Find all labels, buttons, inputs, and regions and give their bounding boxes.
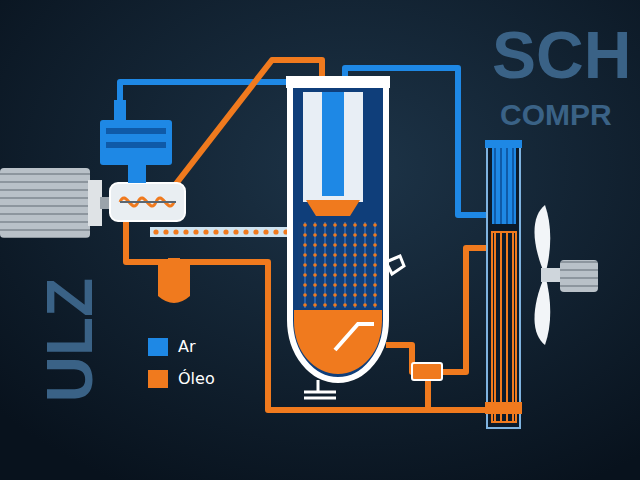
oil-air-mix-line — [163, 229, 168, 234]
oil-air-mix-line — [243, 229, 248, 234]
separator-vessel — [290, 85, 386, 380]
separator-vessel — [304, 380, 336, 398]
intake-valve — [114, 100, 126, 120]
electric-motor — [0, 168, 112, 238]
oil-air-mix-line — [193, 229, 198, 234]
cooler — [485, 140, 522, 428]
legend-swatch — [148, 370, 168, 388]
oil-air-mix-line — [213, 229, 218, 234]
cooler — [485, 402, 522, 414]
cooler — [485, 140, 522, 148]
screw-compressor — [110, 183, 185, 221]
separator-vessel — [298, 222, 378, 308]
cooling-fan — [534, 275, 550, 345]
legend-swatch — [148, 338, 168, 356]
oil-air-mix-line — [253, 229, 258, 234]
separator-vessel — [306, 200, 360, 216]
oil-line — [386, 248, 490, 372]
oil-line — [126, 60, 490, 410]
oil-line — [126, 222, 490, 410]
cooling-fan — [534, 205, 598, 345]
oil-air-mix-line — [263, 229, 268, 234]
watermark-text: ULZ — [38, 278, 102, 402]
separator-vessel — [303, 92, 363, 202]
oil-air-mix-line — [150, 227, 292, 237]
oil-air-mix-line — [150, 227, 292, 237]
oil-air-mix-line — [153, 229, 288, 234]
oil-air-mix-line — [223, 229, 228, 234]
oil-air-mix-line — [273, 229, 278, 234]
oil-air-mix-line — [183, 229, 188, 234]
cooling-fan — [560, 260, 598, 292]
intake-valve — [100, 100, 172, 183]
watermark-text: COMPR — [500, 100, 612, 130]
watermark-text: SCH — [492, 22, 631, 88]
oil-filter — [168, 258, 180, 264]
intake-valve — [106, 128, 166, 134]
cooling-fan — [541, 268, 561, 282]
oil-filter — [158, 264, 190, 303]
separator-vessel — [322, 92, 344, 196]
thermostatic-valve — [412, 363, 442, 380]
thermostatic-valve — [412, 363, 442, 380]
separator-vessel — [286, 76, 404, 398]
cooler — [492, 148, 516, 224]
oil-air-mix-line — [233, 229, 238, 234]
intake-valve — [100, 120, 172, 165]
intake-valve — [106, 142, 166, 148]
cooling-fan — [534, 205, 550, 275]
intake-valve — [128, 165, 146, 183]
oil-filter — [158, 258, 190, 303]
cooler — [492, 232, 516, 422]
oil-air-mix-line — [153, 229, 158, 234]
separator-vessel — [335, 324, 374, 350]
legend-label: Ar — [178, 339, 196, 355]
oil-line — [425, 380, 431, 410]
electric-motor — [0, 168, 90, 238]
screw-compressor — [110, 183, 185, 221]
legend-label: Óleo — [178, 371, 215, 387]
separator-vessel — [386, 256, 404, 274]
separator-vessel — [286, 76, 390, 88]
screw-compressor — [120, 201, 176, 203]
oil-air-mix-line — [173, 229, 178, 234]
separator-vessel — [294, 310, 382, 374]
cooler — [487, 143, 520, 428]
electric-motor — [88, 180, 102, 226]
oil-air-mix-line — [203, 229, 208, 234]
